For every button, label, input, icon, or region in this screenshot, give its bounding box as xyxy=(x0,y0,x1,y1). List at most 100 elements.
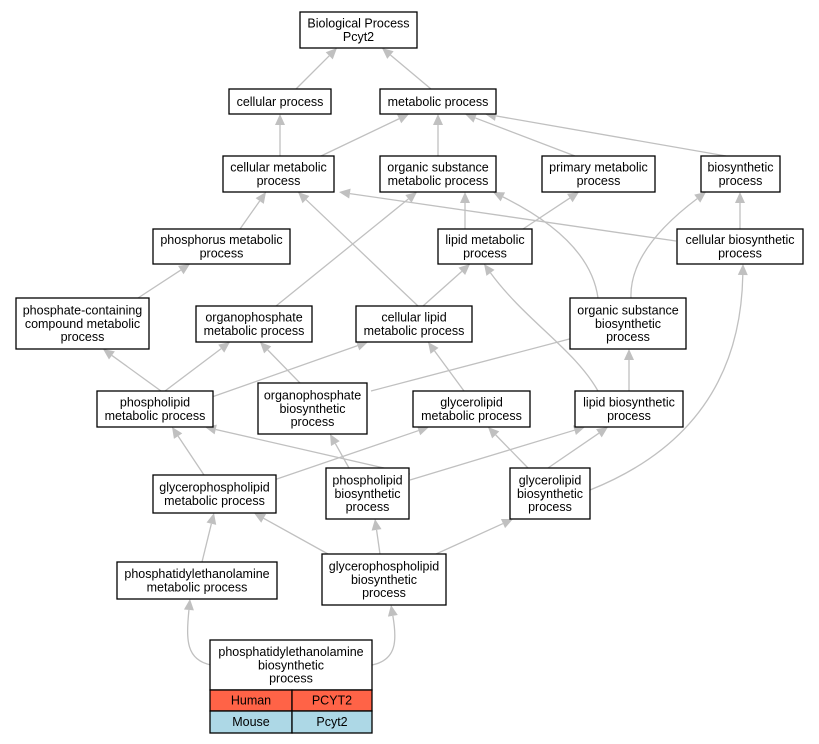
edge-arrowhead xyxy=(183,599,194,611)
edge-arrowhead xyxy=(325,48,337,60)
node-label: metabolic process xyxy=(388,174,489,188)
node-label: process xyxy=(718,246,762,260)
edge-line xyxy=(502,196,599,299)
edge-arrowhead xyxy=(416,425,429,436)
edge-line xyxy=(201,523,213,563)
edge-arrowhead xyxy=(433,114,443,125)
node-label: phosphatidylethanolamine xyxy=(218,645,363,659)
node-box xyxy=(15,297,150,350)
edge-line xyxy=(589,274,744,491)
edge-line xyxy=(522,197,571,230)
edge-line xyxy=(547,432,600,469)
node-box xyxy=(379,155,497,193)
edge-arrowhead xyxy=(484,264,495,276)
node-label: phospholipid xyxy=(120,396,190,410)
node-label: process xyxy=(269,672,313,686)
edge-arrowhead xyxy=(737,264,748,276)
node-label: metabolic process xyxy=(388,95,489,109)
edge-line xyxy=(334,443,350,469)
edge-arrowhead xyxy=(382,48,394,59)
node-label: process xyxy=(346,500,390,514)
node-label: compound metabolic xyxy=(25,317,140,331)
node-label: phosphorus metabolic xyxy=(160,233,282,247)
edge-line xyxy=(370,338,571,392)
node-label: organic substance xyxy=(577,304,679,318)
edge-line xyxy=(187,609,212,666)
node-label: process xyxy=(257,174,301,188)
node-label: metabolic process xyxy=(204,324,305,338)
edge-arrowhead xyxy=(339,188,351,199)
node-label: metabolic process xyxy=(164,494,265,508)
node-box xyxy=(379,88,497,115)
human-species-label: Human xyxy=(231,694,271,708)
edge-arrowhead xyxy=(465,113,478,123)
node-label: metabolic process xyxy=(421,409,522,423)
node-label: metabolic process xyxy=(105,409,206,423)
edge-arrowhead xyxy=(218,342,230,353)
edge-line xyxy=(630,198,698,299)
edge-arrowhead xyxy=(255,192,266,204)
node-box xyxy=(541,155,656,193)
edge-arrowhead xyxy=(488,427,500,439)
edge-line xyxy=(435,522,504,555)
node-box xyxy=(569,297,687,350)
edge-line xyxy=(495,434,529,469)
node-label: biosynthetic xyxy=(595,317,661,331)
node-box xyxy=(116,561,278,600)
node-label: glycerolipid xyxy=(440,396,503,410)
node-label: process xyxy=(528,500,572,514)
node-box xyxy=(412,390,531,428)
edge-line xyxy=(375,529,381,555)
edge-arrowhead xyxy=(493,192,506,202)
node-label: process xyxy=(362,586,406,600)
node-label: organophosphate xyxy=(264,389,361,403)
node-label: lipid biosynthetic xyxy=(583,396,675,410)
edge-line xyxy=(320,118,400,157)
edge-line xyxy=(433,350,465,392)
node-label: Biological Process xyxy=(307,17,409,31)
edge-line xyxy=(489,272,599,392)
edge-line xyxy=(295,55,330,90)
node-label: process xyxy=(607,409,651,423)
edge-line xyxy=(239,200,261,230)
edge-arrowhead xyxy=(694,192,706,203)
edge-arrowhead xyxy=(387,605,398,617)
edge-arrowhead xyxy=(103,349,115,360)
edge-arrowhead xyxy=(624,349,634,360)
edge-arrowhead xyxy=(298,192,310,204)
node-box xyxy=(574,390,684,428)
node-label: biosynthetic xyxy=(517,487,583,501)
edge-line xyxy=(215,428,411,475)
node-label: biosynthetic xyxy=(334,487,400,501)
node-label: primary metabolic xyxy=(549,161,648,175)
edge-line xyxy=(164,348,222,392)
node-label: cellular biosynthetic xyxy=(685,233,794,247)
node-label: biosynthetic xyxy=(707,161,773,175)
edge-arrowhead xyxy=(330,434,340,447)
mouse-species-label: Mouse xyxy=(232,715,270,729)
node-box xyxy=(509,467,591,520)
human-gene-label: PCYT2 xyxy=(312,694,352,708)
edge-line xyxy=(267,349,301,384)
edge-line xyxy=(270,429,419,482)
edge-line xyxy=(177,435,205,476)
node-box xyxy=(355,305,473,343)
gene-table: Human PCYT2 Mouse Pcyt2 xyxy=(209,689,373,734)
node-pe-biosynthetic: phosphatidylethanolaminebiosyntheticproc… xyxy=(209,639,373,691)
edge-arrowhead xyxy=(254,513,267,523)
